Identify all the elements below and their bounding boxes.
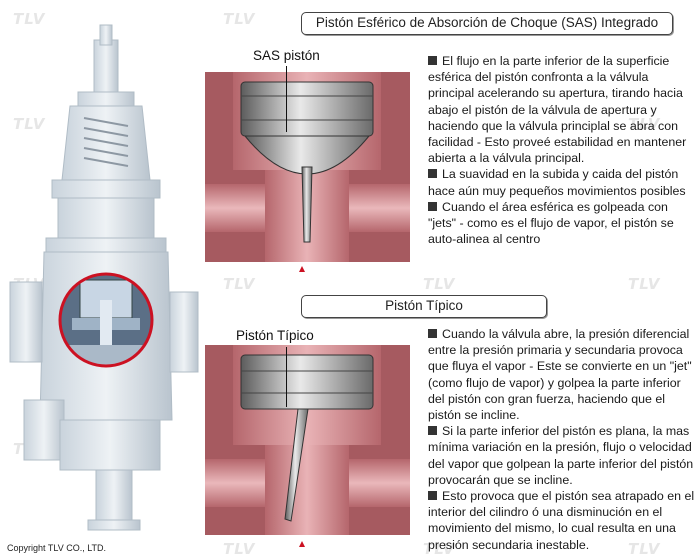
typical-description: Cuando la válvula abre, la presión difer… — [428, 326, 696, 553]
watermark-logo: TLV — [628, 540, 661, 558]
section-title-sas: Pistón Esférico de Absorción de Choque (… — [301, 12, 673, 35]
watermark-logo: TLV — [423, 275, 456, 293]
watermark-logo: TLV — [13, 10, 46, 28]
copyright-text: Copyright TLV CO., LTD. — [7, 543, 107, 553]
sas-piston-diagram — [205, 72, 410, 262]
watermark-logo: TLV — [628, 275, 661, 293]
bullet-icon — [428, 329, 437, 338]
watermark-logo: TLV — [13, 115, 46, 133]
sas-piston-label: SAS pistón — [253, 48, 320, 63]
typical-paragraph: Si la parte inferior del pistón es plana… — [428, 424, 694, 487]
section-title-typical: Pistón Típico — [301, 295, 547, 318]
typical-piston-label: Pistón Típico — [236, 328, 314, 343]
flow-arrow-icon — [299, 541, 305, 547]
sas-paragraph: El flujo en la parte inferior de la supe… — [428, 54, 687, 166]
bullet-icon — [428, 169, 437, 179]
watermark-logo: TLV — [628, 115, 661, 133]
watermark-logo: TLV — [223, 540, 256, 558]
sas-paragraph: La suavidad en la subida y caida del pis… — [428, 167, 686, 198]
sas-description: El flujo en la parte inferior de la supe… — [428, 53, 696, 247]
bullet-icon — [428, 201, 437, 211]
bullet-icon — [428, 56, 437, 65]
watermark-logo: TLV — [423, 540, 456, 558]
watermark-logo: TLV — [223, 10, 256, 28]
valve-illustration — [9, 24, 199, 531]
sas-paragraph: Cuando el área esférica es golpeada con … — [428, 199, 674, 247]
typical-paragraph: Cuando la válvula abre, la presión difer… — [428, 327, 692, 423]
typical-paragraph: Esto provoca que el pistón sea atrapado … — [428, 489, 695, 552]
bullet-icon — [428, 426, 437, 436]
watermark-logo: TLV — [223, 275, 256, 293]
typical-piston-diagram — [205, 345, 410, 535]
flow-arrow-icon — [299, 266, 305, 272]
label-pointer-line — [286, 347, 287, 407]
label-pointer-line — [286, 66, 287, 132]
bullet-icon — [428, 491, 437, 501]
